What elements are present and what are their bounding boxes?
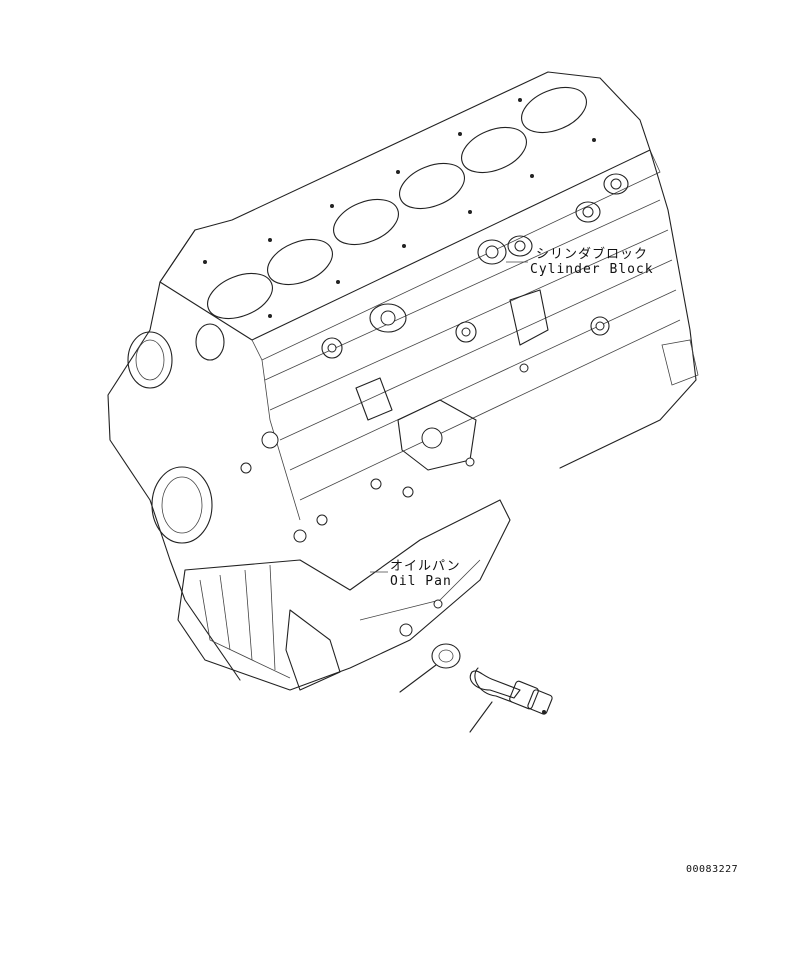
drawing-number: 00083227	[686, 864, 739, 875]
oil-pan-label-jp: オイルパン	[390, 559, 461, 574]
cylinder-block-drawing	[107, 71, 699, 681]
cylinder-block-label-jp: シリンダブロック	[536, 247, 649, 262]
gasket-washer	[399, 643, 461, 693]
cylinder-block-label-en: Cylinder Block	[530, 262, 654, 277]
oil-pan-label-en: Oil Pan	[390, 574, 452, 589]
oil-heater-part	[469, 667, 553, 733]
oil-pan-drawing	[177, 499, 511, 691]
